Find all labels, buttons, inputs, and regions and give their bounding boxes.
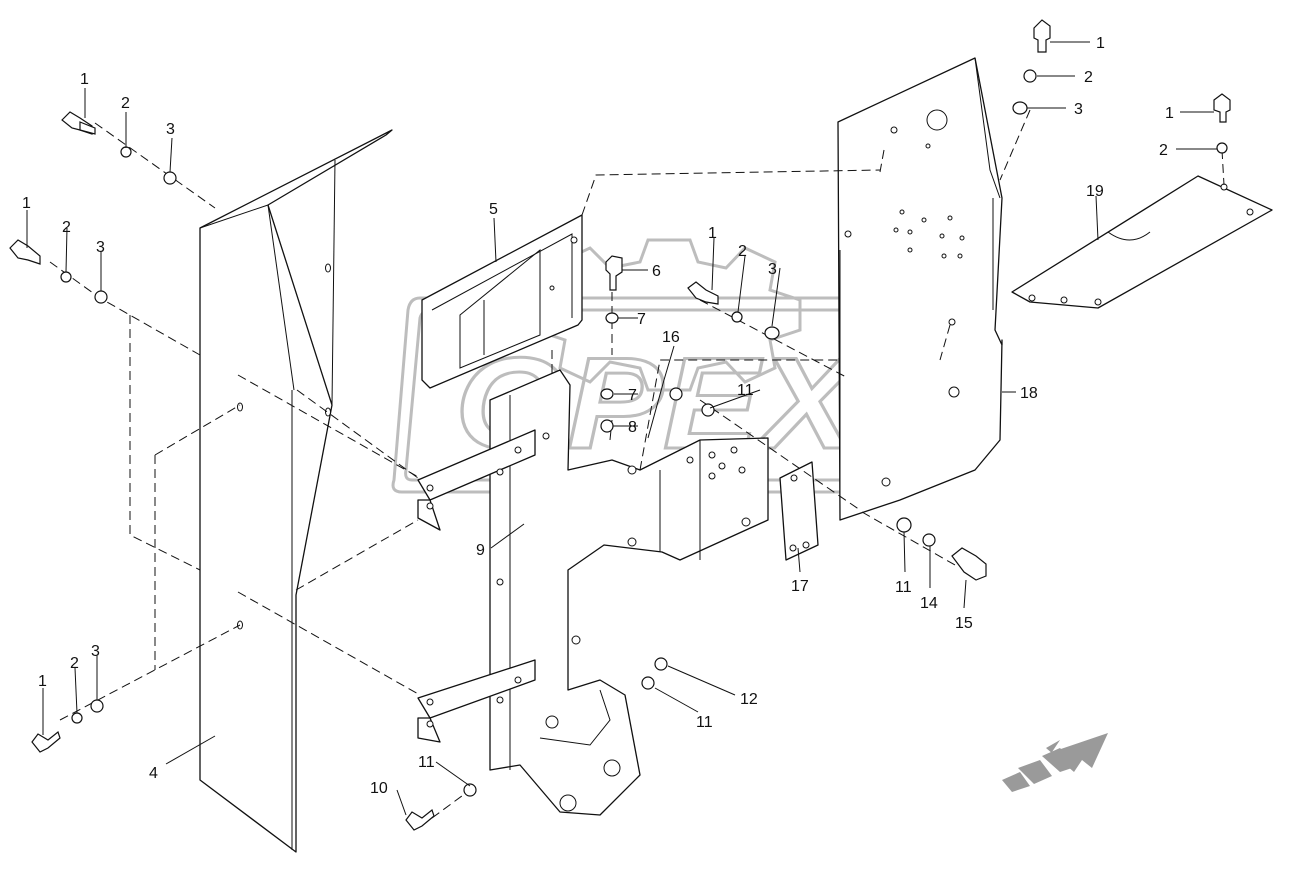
callout-3-midleft: 3 — [96, 239, 105, 256]
callout-17: 17 — [791, 578, 809, 595]
bolt-farright — [1213, 93, 1231, 123]
washer-3-midleft — [94, 290, 108, 304]
callout-14: 14 — [920, 595, 938, 612]
washer-3-center — [764, 326, 780, 340]
callout-16: 16 — [662, 329, 680, 346]
callout-2-botleft: 2 — [70, 655, 79, 672]
callout-5: 5 — [489, 201, 498, 218]
bolt-topleft — [61, 111, 96, 135]
callout-8: 8 — [628, 419, 637, 436]
right-panel-part-18 — [837, 57, 1003, 521]
bolt-topright — [1033, 19, 1051, 53]
callout-3-botleft: 3 — [91, 643, 100, 660]
washer-7-upper — [605, 312, 619, 324]
nut-8 — [600, 419, 614, 433]
callout-2-center: 2 — [738, 243, 747, 260]
callout-2-topleft: 2 — [121, 95, 130, 112]
bolt-center-1 — [687, 281, 719, 305]
callout-labels: 1 2 3 1 2 3 1 2 3 4 5 6 7 7 8 9 10 11 11… — [22, 35, 1174, 797]
washer-3-botleft — [90, 699, 104, 713]
callout-7-upper: 7 — [637, 311, 646, 328]
callout-7-lower: 7 — [628, 387, 637, 404]
callout-18: 18 — [1020, 385, 1038, 402]
washer-3-topleft — [163, 171, 177, 185]
left-panel-part-4 — [199, 129, 393, 853]
lockwasher-14 — [922, 533, 936, 547]
callout-1-midleft: 1 — [22, 195, 31, 212]
callout-2-midleft: 2 — [62, 219, 71, 236]
callout-11-bottom: 11 — [418, 754, 435, 771]
callout-19: 19 — [1086, 183, 1104, 200]
washer-11-center — [701, 403, 715, 417]
washer-2-topright — [1023, 69, 1037, 83]
callout-10: 10 — [370, 780, 388, 797]
washer-2-center — [731, 311, 743, 323]
bolt-15 — [951, 547, 987, 581]
callout-3-topright: 3 — [1074, 101, 1083, 118]
leader-lines — [26, 41, 1217, 816]
washer-2-midleft — [60, 271, 72, 283]
callout-1-botleft: 1 — [38, 673, 47, 690]
callout-1-farright: 1 — [1165, 105, 1174, 122]
callout-3-center: 3 — [768, 261, 777, 278]
bolt-botleft — [31, 730, 61, 753]
callout-12: 12 — [740, 691, 758, 708]
washer-7-lower — [600, 388, 614, 400]
washer-3-topright — [1012, 101, 1028, 115]
callout-4: 4 — [149, 765, 158, 782]
washer-2-topleft — [120, 146, 132, 158]
callout-3-topleft: 3 — [166, 121, 175, 138]
callout-2-topright: 2 — [1084, 69, 1093, 86]
callout-15: 15 — [955, 615, 973, 632]
callout-11-right: 11 — [895, 579, 912, 596]
callout-11-lowright: 11 — [696, 714, 713, 731]
direction-arrow-icon — [1002, 733, 1108, 792]
main-bracket-part-9 — [417, 369, 769, 816]
nut-12 — [654, 657, 668, 671]
hardware — [9, 19, 1231, 831]
callout-1-topleft: 1 — [80, 71, 89, 88]
bolt-midleft — [9, 239, 41, 265]
washer-2-botleft — [71, 712, 83, 724]
callout-1-topright: 1 — [1096, 35, 1105, 52]
washer-11-right — [896, 517, 912, 533]
washer-11-bottom — [463, 783, 477, 797]
bolt-6 — [605, 255, 623, 291]
callout-1-center: 1 — [708, 225, 717, 242]
washer-2-farright — [1216, 142, 1228, 154]
plate-part-17 — [779, 461, 819, 561]
assembly-lines — [49, 109, 1225, 819]
washer-11-lowright — [641, 676, 655, 690]
callout-2-farright: 2 — [1159, 142, 1168, 159]
callout-11-center: 11 — [737, 382, 754, 399]
callout-6: 6 — [652, 263, 661, 280]
strip-plate-part-19 — [1011, 175, 1273, 309]
callout-9: 9 — [476, 542, 485, 559]
nut-center — [669, 387, 683, 401]
bolt-10 — [405, 808, 435, 831]
